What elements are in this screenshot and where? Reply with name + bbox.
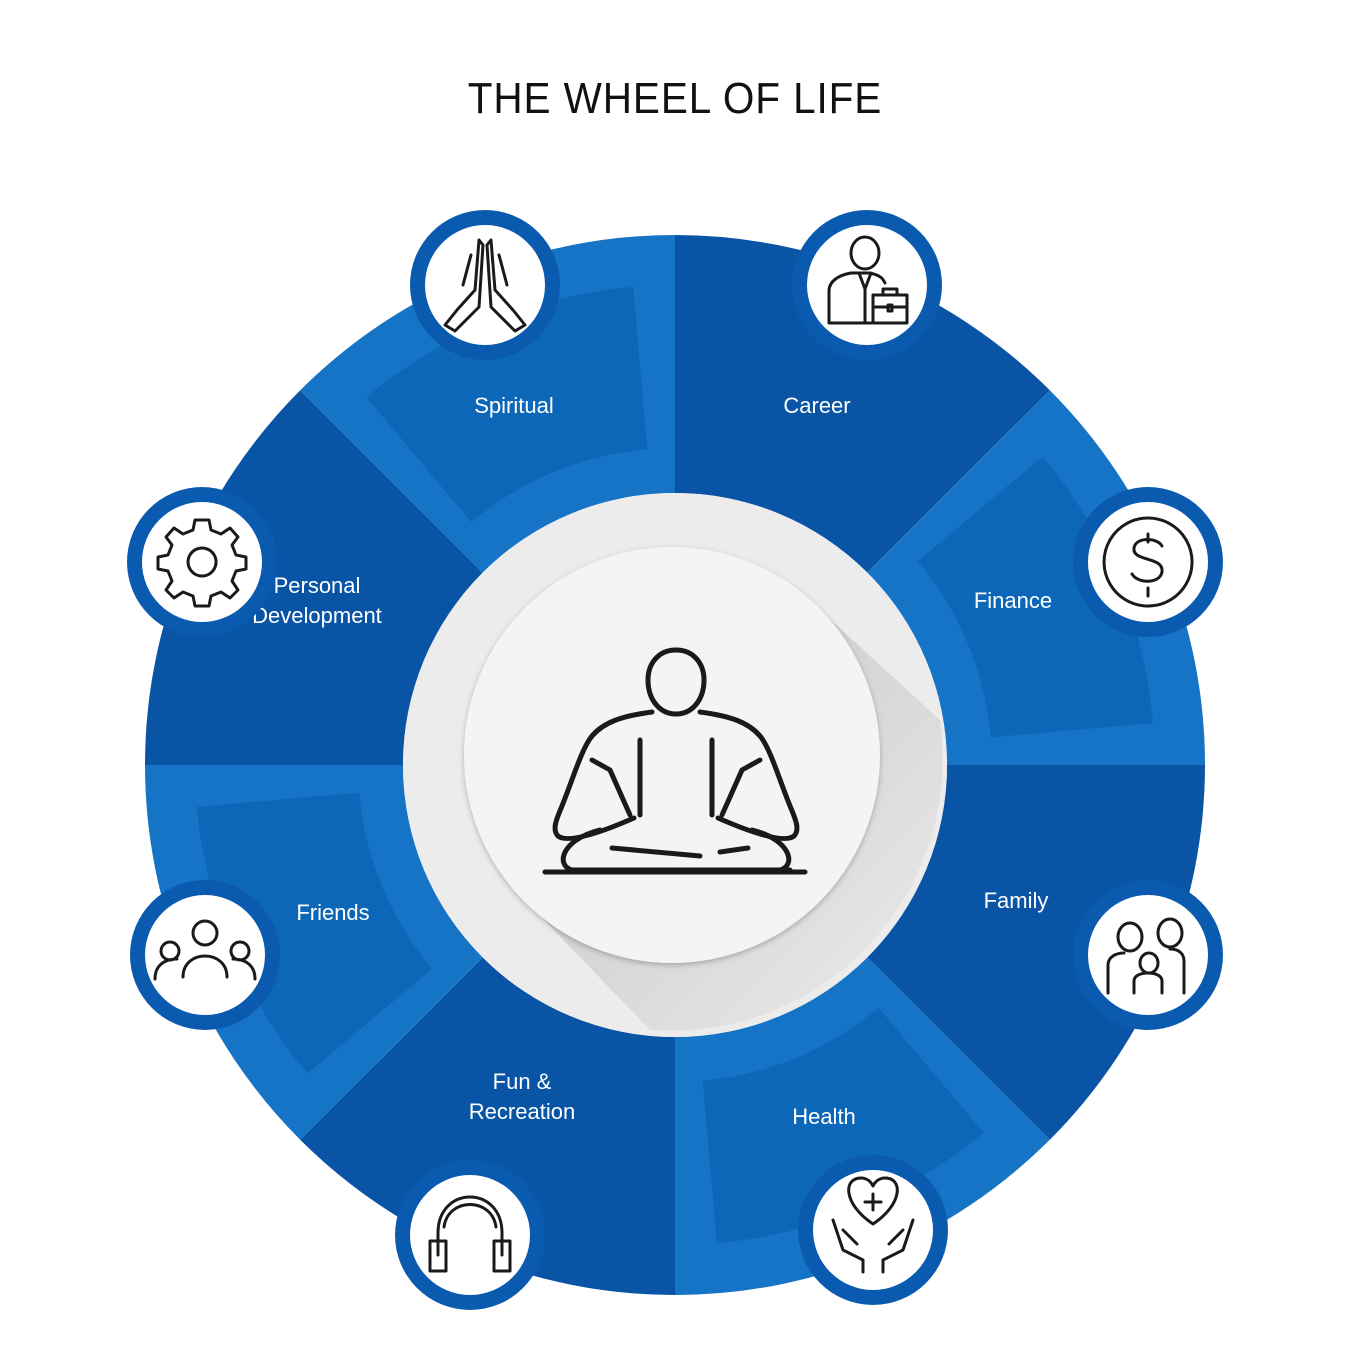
icon-badge-gear xyxy=(127,487,277,637)
segment-label: Personal xyxy=(274,573,361,598)
center-disc xyxy=(464,547,880,963)
segment-label: Friends xyxy=(296,900,369,925)
segment-panel-people-group xyxy=(196,456,433,738)
icon-badge-headphones xyxy=(395,1160,545,1310)
segment-label: Finance xyxy=(974,588,1052,613)
segment-label: Spiritual xyxy=(474,393,553,418)
segment-label: Health xyxy=(792,1104,856,1129)
segment-label: Development xyxy=(252,603,382,628)
icon-badge-dollar-coin xyxy=(1073,487,1223,637)
icon-badge-disc xyxy=(410,1175,530,1295)
segment-panel-praying-hands xyxy=(702,286,984,523)
segment-panel-businessman-briefcase xyxy=(917,456,1154,738)
dollar-coin-icon xyxy=(1102,516,1194,608)
segment-panel-gear xyxy=(366,286,648,523)
family-icon xyxy=(1106,917,1186,995)
meditation-icon xyxy=(542,647,808,875)
gear-icon xyxy=(156,518,248,608)
icon-badge-disc xyxy=(813,1170,933,1290)
icon-badge-people-group xyxy=(130,880,280,1030)
segment-label: Recreation xyxy=(469,1099,575,1124)
icon-badge-businessman-briefcase xyxy=(792,210,942,360)
icon-badge-heart-hands xyxy=(798,1155,948,1305)
icon-badge-family xyxy=(1073,880,1223,1030)
page-title: THE WHEEL OF LIFE xyxy=(467,74,883,123)
headphones-icon xyxy=(428,1195,512,1273)
segment-label: Career xyxy=(783,393,850,418)
segment-panel-dollar-coin xyxy=(917,792,1154,1074)
segment-panel-heart-hands xyxy=(366,1007,648,1244)
heart-hands-icon xyxy=(831,1176,915,1274)
icon-badge-disc xyxy=(425,225,545,345)
icon-badge-disc xyxy=(1088,895,1208,1015)
segment-label: Fun & xyxy=(493,1069,552,1094)
icon-badge-praying-hands xyxy=(410,210,560,360)
praying-hands-icon xyxy=(443,238,527,333)
people-group-icon xyxy=(153,919,257,981)
icon-badge-disc xyxy=(1088,502,1208,622)
businessman-briefcase-icon xyxy=(827,235,909,325)
segment-label: Family xyxy=(984,888,1049,913)
segment-panel-family xyxy=(702,1007,984,1244)
segment-panel-headphones xyxy=(196,792,433,1074)
